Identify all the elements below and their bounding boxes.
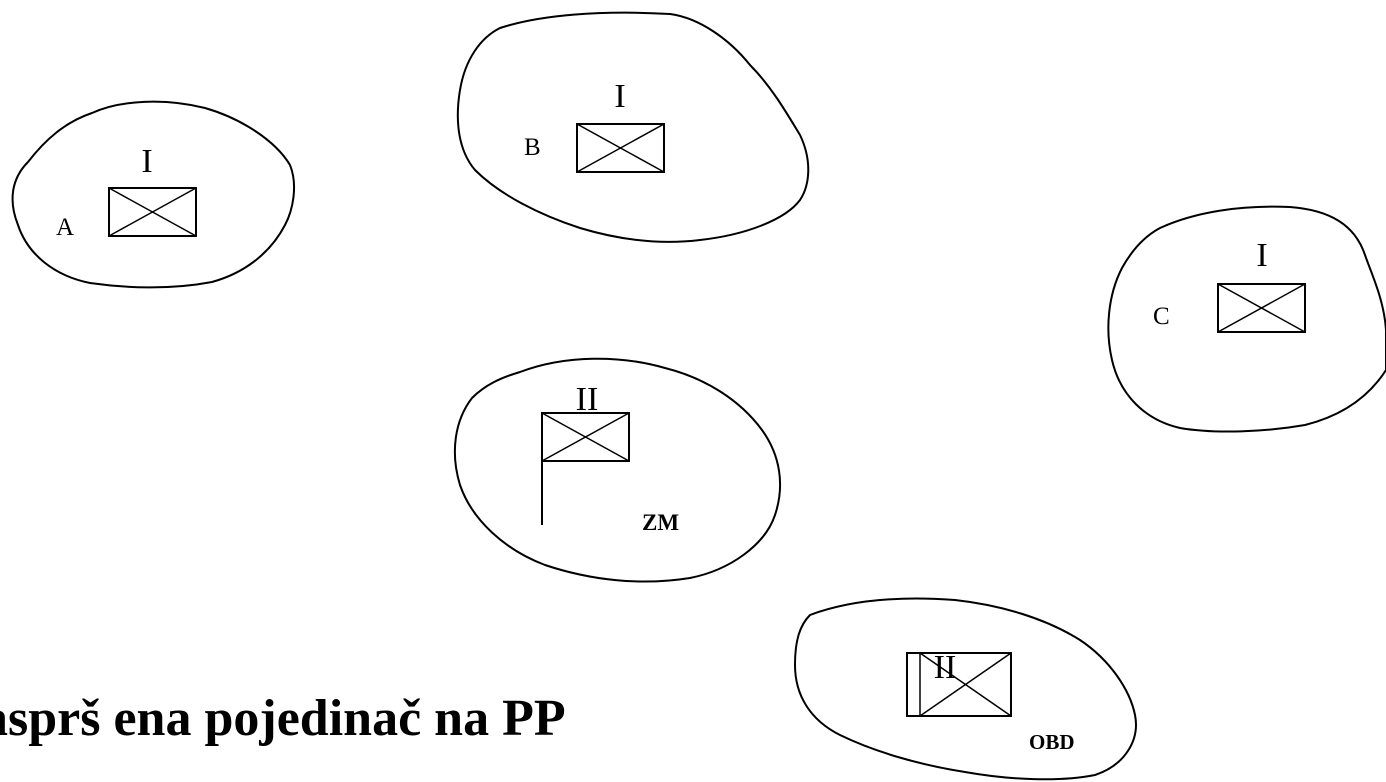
area-b-unit-symbol <box>576 123 665 173</box>
area-obd-echelon: II <box>934 649 957 686</box>
area-b-outline <box>456 11 810 243</box>
area-obd: II OBD <box>794 597 1137 781</box>
area-a-outline <box>11 100 296 289</box>
area-c-outline <box>1107 205 1386 433</box>
area-zm-unit-symbol <box>541 412 630 462</box>
area-b: I B <box>456 11 810 243</box>
area-zm-echelon: II <box>576 381 599 418</box>
area-obd-unit-symbol <box>906 652 1012 717</box>
area-a-unit-symbol <box>108 187 197 237</box>
area-obd-outline <box>794 597 1137 781</box>
area-c-echelon: I <box>1256 237 1267 274</box>
area-a-label: A <box>56 214 74 241</box>
area-obd-label: OBD <box>1029 730 1075 754</box>
diagram-caption: asprš ena pojedinač na PP <box>0 690 566 747</box>
area-a: I A <box>11 100 296 289</box>
area-c-label: C <box>1153 303 1170 330</box>
area-c: I C <box>1107 205 1386 433</box>
area-zm: II ZM <box>453 357 782 583</box>
area-b-echelon: I <box>614 78 625 115</box>
area-c-unit-symbol <box>1217 283 1306 333</box>
area-zm-label: ZM <box>642 510 679 535</box>
area-a-echelon: I <box>141 143 152 180</box>
area-b-label: B <box>524 134 541 161</box>
area-zm-outline <box>453 357 782 583</box>
